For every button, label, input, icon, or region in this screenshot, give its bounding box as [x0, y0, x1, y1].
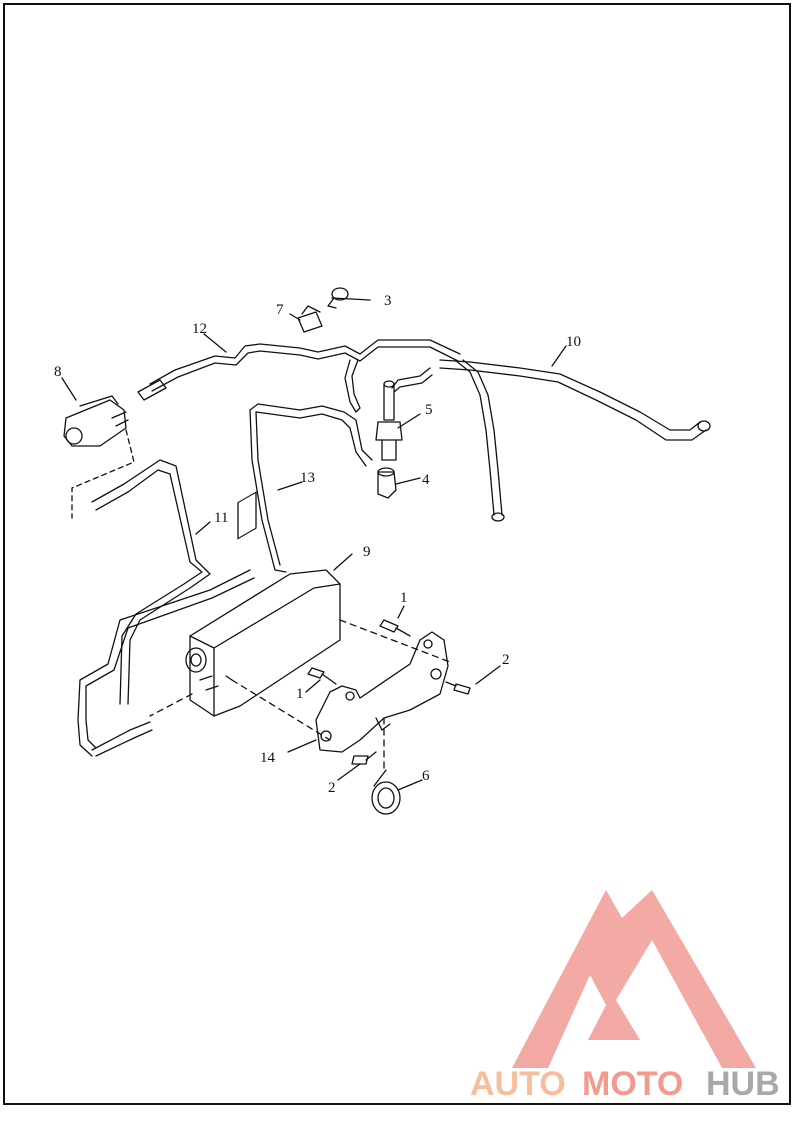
callout-12: 12 — [192, 321, 207, 337]
screw-2-lower — [351, 751, 377, 765]
part-3-clamp — [327, 287, 349, 309]
hose-11 — [77, 459, 255, 757]
callout-14: 14 — [260, 750, 276, 766]
callout-6: 6 — [422, 768, 430, 784]
watermark-text-auto: AUTO — [470, 1065, 566, 1103]
part-5-filter — [375, 380, 403, 461]
hose-13 — [249, 403, 373, 573]
screw-2-right — [445, 681, 471, 695]
callout-8: 8 — [54, 364, 62, 380]
part-7-clip — [297, 305, 323, 333]
callout-13: 13 — [300, 470, 315, 486]
screw-1-upper — [379, 619, 411, 637]
callout-5: 5 — [425, 402, 433, 418]
callout-4: 4 — [422, 472, 430, 488]
callout-labels: 1 1 2 2 3 4 5 6 7 8 9 10 11 12 13 14 — [54, 293, 581, 796]
diagram-frame — [3, 3, 791, 1105]
callout-1-lower: 1 — [296, 686, 304, 702]
part-4-elbow — [377, 467, 397, 499]
callout-10: 10 — [566, 334, 581, 350]
part-6-grommet — [371, 769, 401, 815]
callout-2-lower: 2 — [328, 780, 336, 796]
part-14-bracket — [315, 631, 449, 753]
dashed-link-8-11 — [71, 429, 135, 519]
callout-7: 7 — [276, 302, 284, 318]
hose-12 — [137, 339, 461, 413]
leader-lines — [61, 297, 567, 791]
callout-2-right: 2 — [502, 652, 510, 668]
callout-9: 9 — [363, 544, 371, 560]
callout-11: 11 — [214, 510, 228, 526]
watermark-text-moto: MOTO — [582, 1065, 683, 1103]
hose-10 — [391, 359, 711, 522]
screw-1-lower — [307, 667, 337, 685]
callout-3: 3 — [384, 293, 392, 309]
part-8-valve — [63, 395, 129, 447]
watermark-text-hub: HUB — [706, 1065, 780, 1103]
dashed-links-canister — [149, 619, 451, 741]
callout-1-upper: 1 — [400, 590, 408, 606]
part-9-canister — [185, 491, 341, 717]
watermark-logo: AUTO MOTO HUB — [470, 890, 780, 1103]
